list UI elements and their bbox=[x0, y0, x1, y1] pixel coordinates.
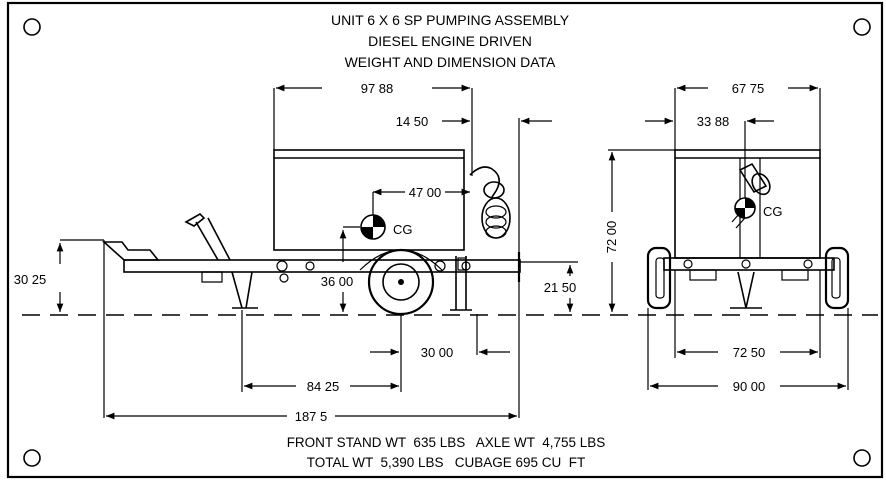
mounting-hole-icon bbox=[853, 449, 871, 467]
dim-cg-height: 36 00 bbox=[321, 274, 354, 289]
side-view: CG 97 88 14 50 47 00 36 00 30 25 bbox=[14, 81, 578, 424]
footer-line-1: FRONT STAND WT 635 LBS AXLE WT 4,755 LBS bbox=[287, 435, 606, 450]
rear-view: CG 67 75 33 88 72 00 72 50 90 00 bbox=[604, 81, 850, 394]
plate-border bbox=[6, 1, 884, 479]
dim-frame-length: 97 88 bbox=[361, 81, 394, 96]
front-stand bbox=[231, 271, 258, 309]
mounting-hole-icon bbox=[853, 18, 871, 36]
dim-rear-height: 72 00 bbox=[604, 221, 619, 254]
hitch-coupler bbox=[101, 241, 160, 261]
title-line-2: DIESEL ENGINE DRIVEN bbox=[368, 33, 532, 49]
dim-rear-overall-width-bottom: 90 00 bbox=[733, 379, 766, 394]
rear-wheel-left bbox=[646, 246, 672, 310]
dim-cg-lateral: 33 88 bbox=[697, 114, 730, 129]
cg-symbol-side bbox=[360, 214, 386, 240]
cg-label-rear: CG bbox=[763, 204, 783, 219]
dim-overall-length: 187 5 bbox=[295, 409, 328, 424]
cg-label-side: CG bbox=[393, 222, 413, 237]
mounting-hole-icon bbox=[23, 449, 41, 467]
dim-cg-horizontal: 47 00 bbox=[409, 185, 442, 200]
dim-hitch-height: 30 25 bbox=[14, 272, 47, 287]
dim-rear-height: 21 50 bbox=[544, 280, 577, 295]
dim-cg-offset-top: 14 50 bbox=[396, 114, 429, 129]
dim-rear-overall-width: 67 75 bbox=[732, 81, 765, 96]
dim-stand-to-axle: 84 25 bbox=[307, 379, 340, 394]
mounting-hole-icon bbox=[23, 18, 41, 36]
cg-symbol-rear bbox=[734, 197, 756, 219]
dim-axle-offset: 30 00 bbox=[421, 345, 454, 360]
rear-wheel-right bbox=[824, 246, 850, 310]
dim-track-width: 72 50 bbox=[733, 345, 766, 360]
title-line-3: WEIGHT AND DIMENSION DATA bbox=[345, 54, 556, 70]
engine-enclosure bbox=[273, 149, 465, 251]
footer-line-2: TOTAL WT 5,390 LBS CUBAGE 695 CU FT bbox=[307, 455, 586, 470]
title-line-1: UNIT 6 X 6 SP PUMPING ASSEMBLY bbox=[331, 12, 570, 28]
